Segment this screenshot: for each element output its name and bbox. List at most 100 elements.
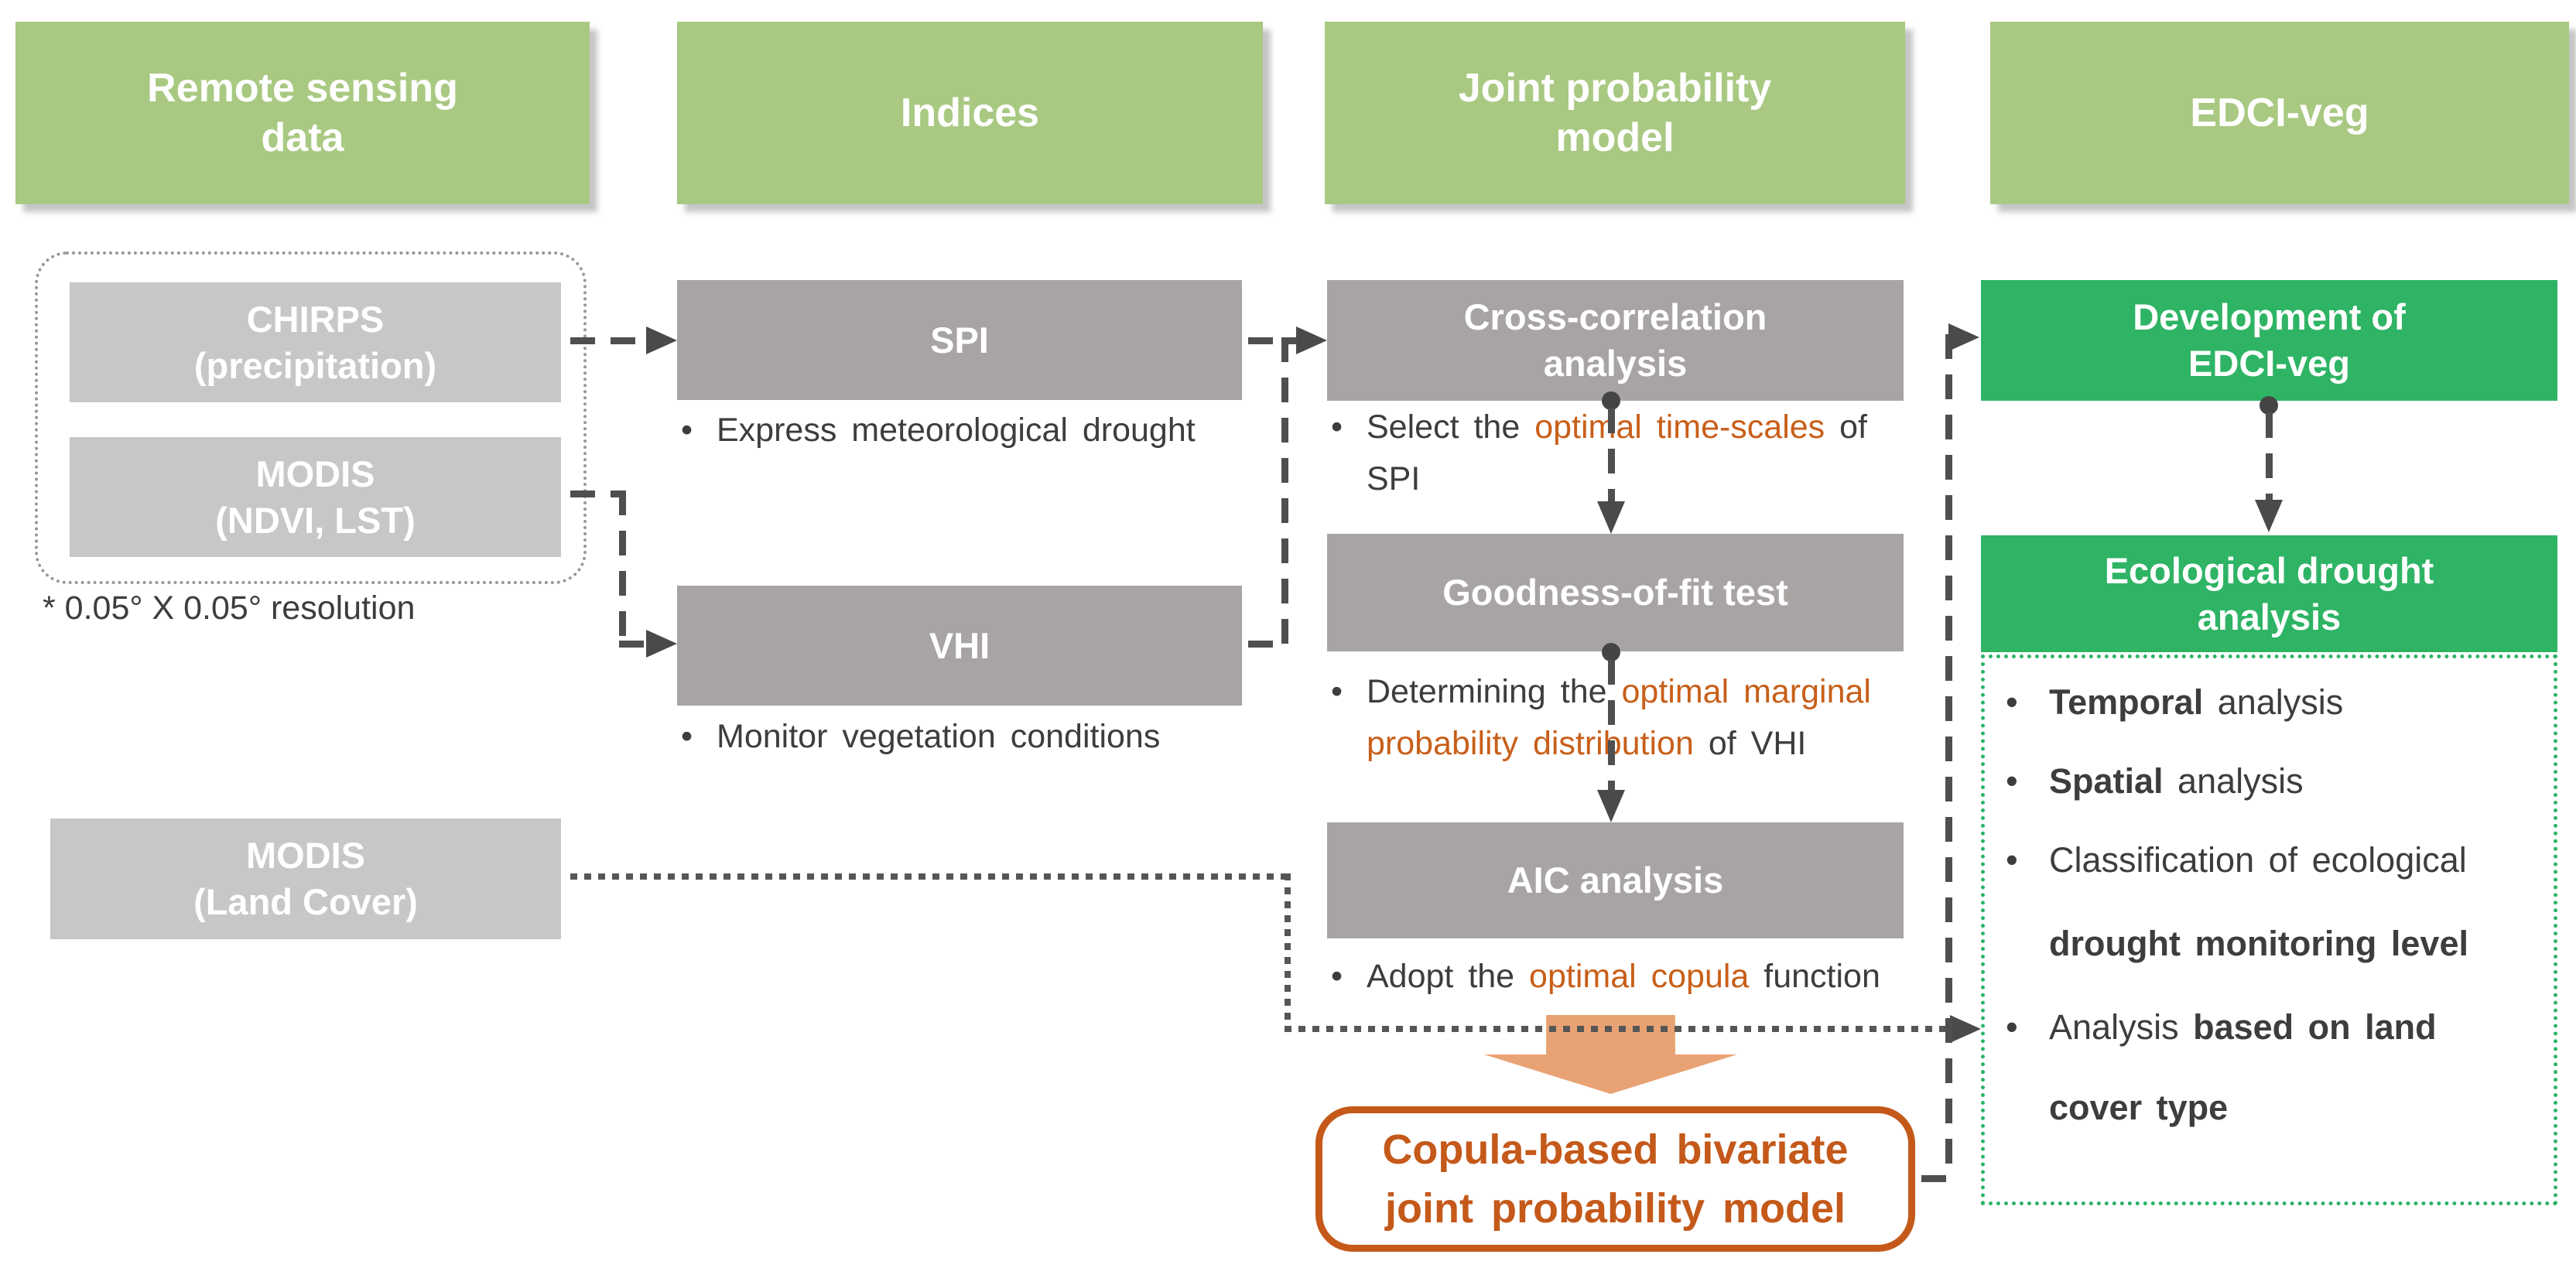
bullet-text: Classification of ecological <box>2049 840 2467 880</box>
connector-modis-vhi-v <box>619 490 626 644</box>
gof-bullet-line1: • Determining the optimal marginal <box>1331 673 1871 711</box>
box-ecological-drought-analysis: Ecological drought analysis <box>1981 535 2557 652</box>
connector-origin-dot <box>1602 643 1620 661</box>
header-text: EDCI-veg <box>2190 91 2369 135</box>
bullet-text-bold: Spatial <box>2049 761 2164 801</box>
bullet-text-bold: cover type <box>2049 1088 2229 1127</box>
arrowhead-into-vhi <box>646 630 677 658</box>
bullet-text-orange: optimal marginal <box>1621 673 1871 710</box>
bullet-text: of <box>1825 408 1867 446</box>
bullet-text: Determining the <box>1367 673 1622 710</box>
connector-modis-vhi-h1 <box>570 490 626 497</box>
resolution-note: * 0.05° X 0.05° resolution <box>43 590 416 627</box>
connector-landcover-v <box>1285 873 1291 1032</box>
gof-bullet-line2: probability distribution of VHI <box>1367 725 1806 763</box>
bullet-icon: • <box>681 412 693 449</box>
box-label: AIC analysis <box>1507 860 1724 901</box>
bullet-text-orange: optimal time-scales <box>1534 408 1825 446</box>
connector-chirps-spi <box>570 337 648 344</box>
bullet-text: Select the <box>1367 408 1535 446</box>
connector-spi-crosscorr <box>1248 337 1298 344</box>
box-label: VHI <box>929 624 990 666</box>
connector-vhi-merge-v <box>1281 337 1288 644</box>
header-indices: Indices <box>677 22 1263 204</box>
box-label: EDCI-veg <box>2188 343 2350 384</box>
bullet-text: analysis <box>2203 682 2344 722</box>
arrowhead-into-aic <box>1597 790 1625 822</box>
bullet-text: of VHI <box>1693 725 1807 762</box>
bullet-text-orange: optimal copula <box>1529 958 1750 995</box>
arrowhead-into-edci-list <box>1950 1015 1981 1043</box>
header-text: Joint probability <box>1458 66 1772 111</box>
header-text: Remote sensing <box>147 66 458 111</box>
bullet-text: function <box>1749 958 1880 995</box>
box-label: joint probability model <box>1385 1185 1846 1232</box>
box-label: Cross-correlation <box>1463 296 1767 337</box>
box-label: analysis <box>2197 596 2342 637</box>
edci-bullet-classification: • Classification of ecological <box>2006 840 2467 880</box>
box-label: (Land Cover) <box>193 881 418 922</box>
box-development-edci-veg: Development of EDCI-veg <box>1981 280 2557 401</box>
bullet-text: Analysis <box>2049 1007 2194 1047</box>
arrowhead-into-development <box>1948 323 1979 351</box>
header-remote-sensing-data: Remote sensing data <box>15 22 590 204</box>
connector-crosscorr-gof <box>1608 408 1615 501</box>
box-modis-land-cover: MODIS (Land Cover) <box>50 819 561 939</box>
edci-analysis-list-frame <box>1981 655 2557 1205</box>
box-label: Goodness-of-fit test <box>1442 572 1788 613</box>
connector-landcover-h2 <box>1285 1026 1952 1032</box>
box-label: CHIRPS <box>246 298 385 340</box>
box-chirps: CHIRPS (precipitation) <box>70 282 561 402</box>
aic-bullet: •Adopt the optimal copula function <box>1331 958 1880 996</box>
bullet-text: SPI <box>1367 460 1421 497</box>
bullet-text-orange: probability distribution <box>1367 725 1694 762</box>
box-aic-analysis: AIC analysis <box>1327 822 1904 938</box>
box-label: (NDVI, LST) <box>215 499 416 541</box>
box-goodness-of-fit: Goodness-of-fit test <box>1327 534 1904 651</box>
bullet-icon: • <box>2006 761 2018 801</box>
bullet-text: Monitor vegetation conditions <box>717 718 1161 755</box>
box-cross-correlation: Cross-correlation analysis <box>1327 280 1904 401</box>
edci-bullet-classification-line2: drought monitoring level <box>2049 924 2468 964</box>
box-vhi: VHI <box>677 586 1242 706</box>
header-joint-probability-model: Joint probability model <box>1325 22 1905 204</box>
arrowhead-into-crosscorr <box>1296 326 1327 354</box>
bullet-text-bold: Temporal <box>2049 682 2204 722</box>
arrowhead-into-gof <box>1597 501 1625 534</box>
connector-modis-vhi-h2 <box>619 641 650 648</box>
box-copula-model: Copula-based bivariate joint probability… <box>1315 1106 1915 1252</box>
connector-gof-aic <box>1608 660 1615 790</box>
box-label: MODIS <box>255 453 375 494</box>
edci-bullet-land-cover-line2: cover type <box>2049 1088 2228 1128</box>
bullet-text: analysis <box>2163 761 2304 801</box>
box-label: Copula-based bivariate <box>1382 1126 1849 1173</box>
box-label: Development of <box>2133 296 2406 337</box>
box-modis-ndvi-lst: MODIS (NDVI, LST) <box>70 437 561 557</box>
input-data-group-frame <box>35 251 587 584</box>
connector-copula-dev-v <box>1945 334 1952 1179</box>
box-label: SPI <box>930 319 989 361</box>
bullet-text: Express meteorological drought <box>717 412 1196 449</box>
bullet-icon: • <box>2006 840 2018 880</box>
edci-bullet-spatial: • Spatial analysis <box>2006 761 2304 801</box>
bullet-icon: • <box>681 718 693 755</box>
bullet-text-bold: based on land <box>2193 1007 2437 1047</box>
box-label: (precipitation) <box>193 344 437 386</box>
cross-correlation-bullet-line1: •Select the optimal time-scales of <box>1331 408 1867 446</box>
edci-bullet-land-cover: • Analysis based on land <box>2006 1007 2437 1048</box>
header-text: model <box>1555 115 1675 160</box>
box-label: analysis <box>1543 343 1688 384</box>
box-label: MODIS <box>245 835 366 876</box>
bullet-icon: • <box>2006 1007 2018 1047</box>
connector-origin-dot <box>2260 396 2278 415</box>
arrowhead-into-spi <box>646 326 677 354</box>
bullet-text-bold: drought monitoring level <box>2049 924 2468 963</box>
connector-copula-dev-h1 <box>1921 1175 1952 1182</box>
arrowhead-into-eco-analysis <box>2255 500 2283 532</box>
connector-landcover-h1 <box>570 873 1291 880</box>
cross-correlation-bullet-line2: SPI <box>1367 460 1420 498</box>
bullet-icon: • <box>1331 673 1343 710</box>
connector-vhi-merge-h <box>1248 641 1287 648</box>
header-text: data <box>261 115 344 160</box>
